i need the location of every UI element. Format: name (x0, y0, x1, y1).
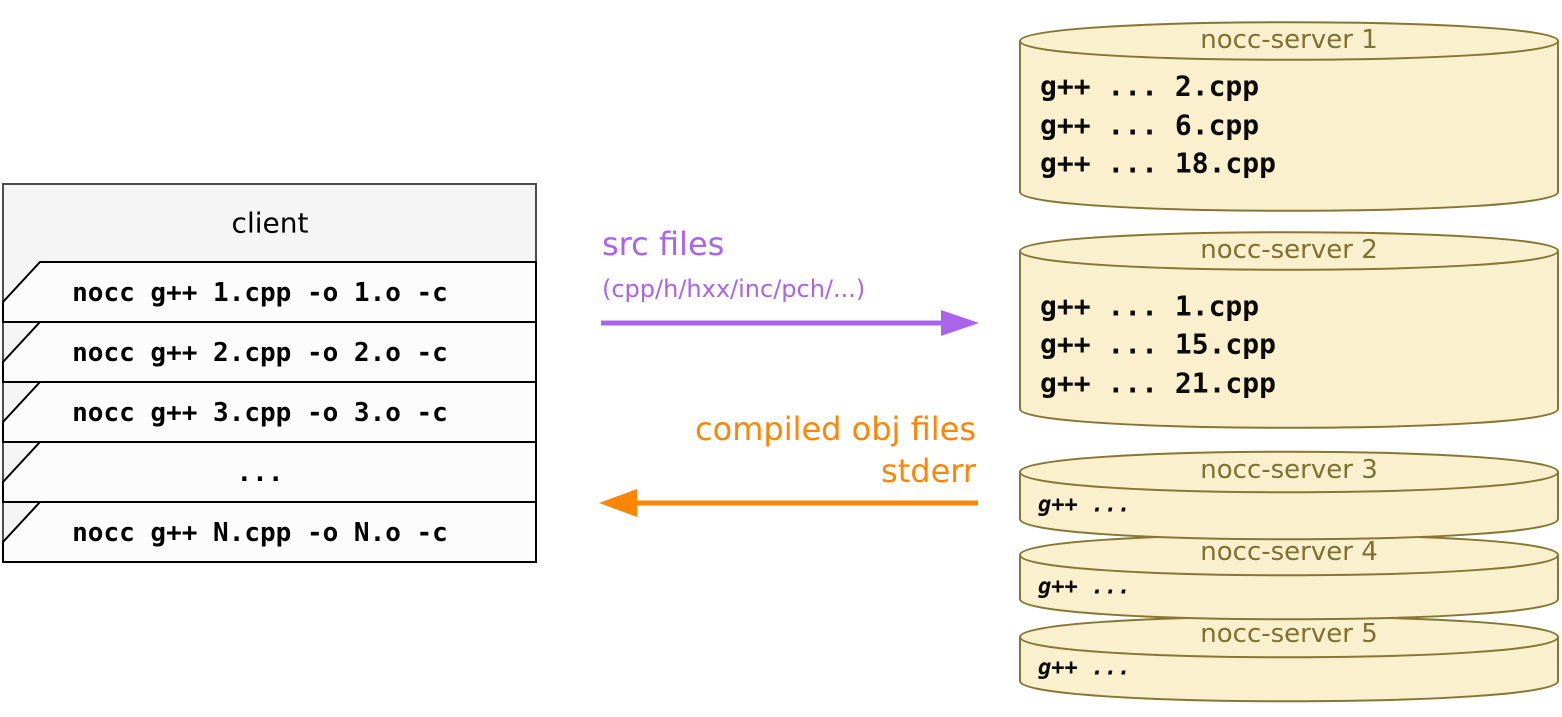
server-cylinder-1: nocc-server 1 g++ ... 2.cpp g++ ... 6.cp… (1019, 21, 1559, 212)
server-5-rim (1019, 636, 1559, 659)
client-command-text: nocc g++ 2.cpp -o 2.o -c (72, 338, 448, 368)
client-command-text: nocc g++ N.cpp -o N.o -c (72, 518, 448, 548)
src-files-arrowhead-icon (941, 310, 979, 336)
server-2-job: g++ ... 15.cpp (1040, 328, 1276, 361)
server-1-job: g++ ... 18.cpp (1040, 147, 1276, 180)
client-command-text: nocc g++ 3.cpp -o 3.o -c (72, 398, 448, 428)
server-3-job: g++ ... (1038, 493, 1131, 518)
client-command-text: nocc g++ 1.cpp -o 1.o -c (72, 278, 448, 308)
client-command-row (2, 501, 537, 563)
server-2-body (1019, 231, 1559, 429)
server-1-job: g++ ... 6.cpp (1040, 109, 1259, 142)
server-2-job: g++ ... 21.cpp (1040, 367, 1276, 400)
client-title: client (232, 207, 309, 240)
server-2-job: g++ ... 1.cpp (1040, 290, 1259, 323)
result-sublabel: stderr (881, 452, 977, 490)
server-5-job: g++ ... (1038, 656, 1131, 681)
server-2-title: nocc-server 2 (1200, 235, 1377, 265)
server-2-rim (1019, 250, 1559, 271)
server-cylinder-3: nocc-server 3 g++ ... (1019, 450, 1559, 541)
server-5-body (1019, 615, 1559, 703)
src-files-label: src files (602, 225, 724, 263)
server-1-body (1019, 21, 1559, 212)
server-4-rim (1019, 554, 1559, 577)
server-1-title: nocc-server 1 (1200, 25, 1377, 55)
server-3-body (1019, 450, 1559, 541)
server-3-title: nocc-server 3 (1200, 455, 1377, 485)
client-node: client nocc g++ 1.cpp -o 1.o -c nocc g++… (2, 183, 537, 563)
client-command-text: ... (237, 458, 284, 488)
server-3-rim (1019, 471, 1559, 494)
server-cylinder-2: nocc-server 2 g++ ... 1.cpp g++ ... 15.c… (1019, 231, 1559, 429)
src-files-arrow: src files (cpp/h/hxx/inc/pch/...) (601, 225, 979, 336)
server-4-job: g++ ... (1038, 575, 1131, 600)
result-arrow: compiled obj files stderr (599, 410, 978, 517)
server-cylinder-4: nocc-server 4 g++ ... (1019, 533, 1559, 621)
server-cylinder-5: nocc-server 5 g++ ... (1019, 615, 1559, 703)
server-5-title: nocc-server 5 (1200, 619, 1377, 649)
server-4-title: nocc-server 4 (1200, 537, 1377, 567)
src-files-sublabel: (cpp/h/hxx/inc/pch/...) (602, 275, 865, 303)
server-1-job: g++ ... 2.cpp (1040, 70, 1259, 103)
result-label: compiled obj files (695, 410, 976, 448)
server-1-rim (1019, 40, 1559, 61)
result-arrowhead-icon (599, 489, 637, 517)
